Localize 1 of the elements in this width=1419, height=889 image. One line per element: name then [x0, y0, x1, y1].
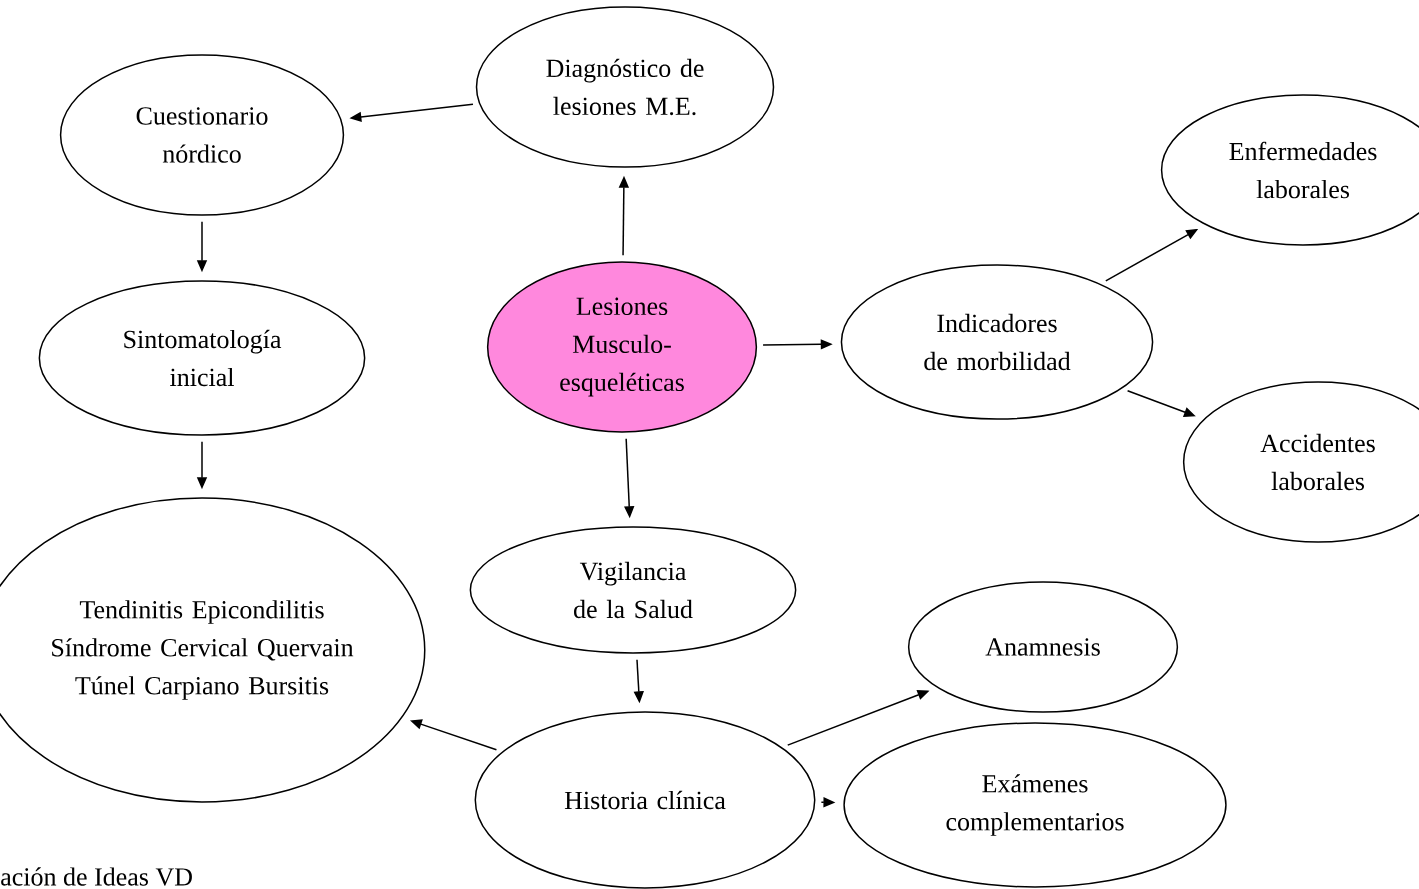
caption-text: ación de Ideas VD: [1, 867, 192, 886]
